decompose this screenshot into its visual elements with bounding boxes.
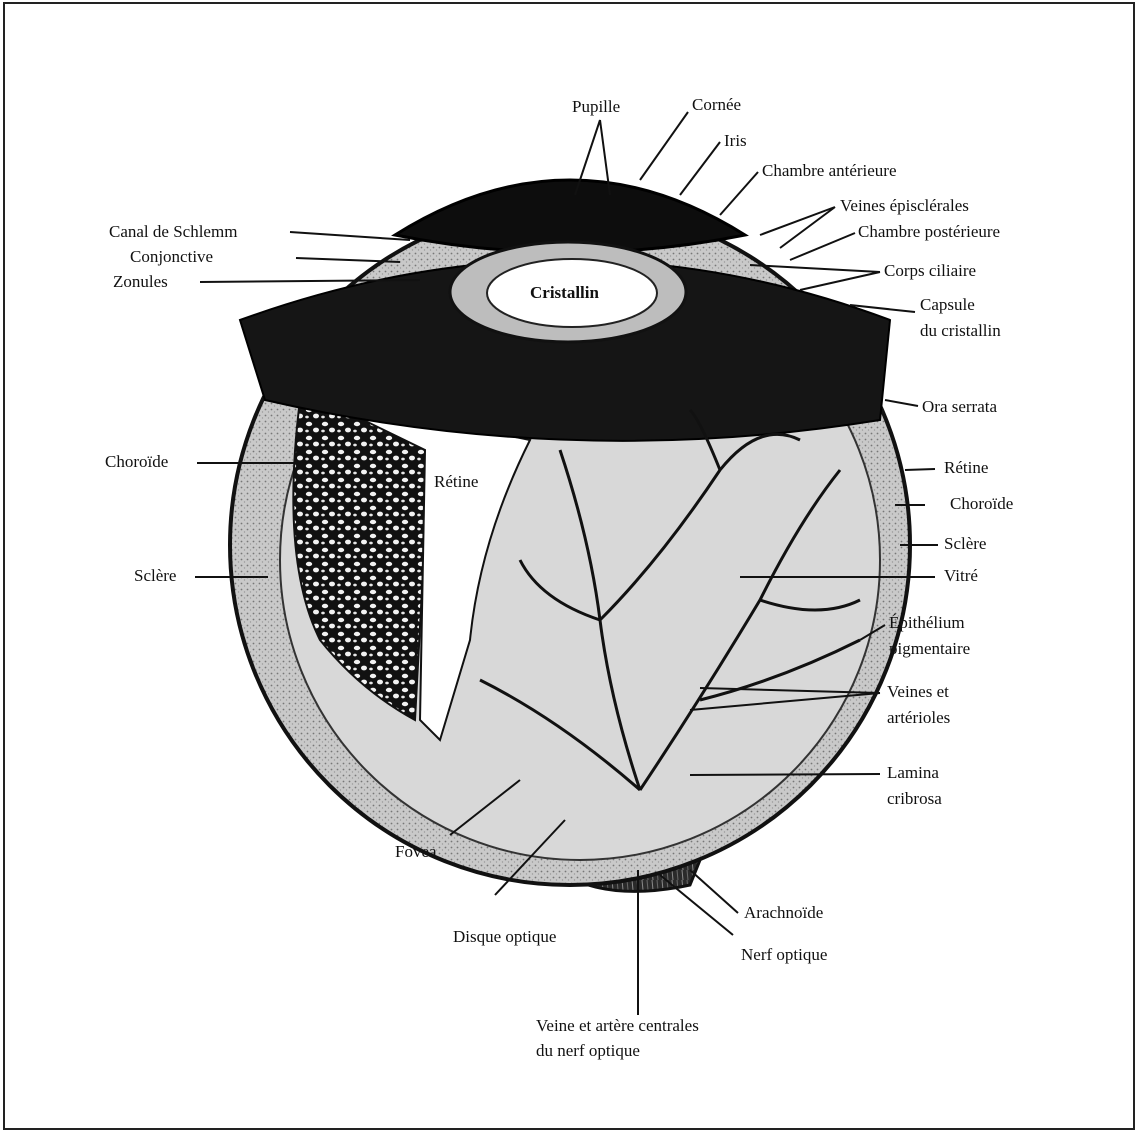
label-choroide-right: Choroïde [950,494,1013,513]
label-veine-line1: Veine et artère centrales [536,1016,699,1035]
label-epithelium-line1: Épithélium [889,613,965,632]
label-conjonctive: Conjonctive [130,247,213,266]
label-lamina-line1: Lamina [887,763,939,782]
label-sclere-left: Sclère [134,566,176,585]
label-ora-serrata: Ora serrata [922,397,997,416]
label-cristallin: Cristallin [530,283,599,302]
label-veines-episclerales: Veines épisclérales [840,196,969,215]
label-canal-schlemm: Canal de Schlemm [109,222,237,241]
label-nerf-optique: Nerf optique [741,945,827,964]
label-retine-inner: Rétine [434,472,478,491]
label-epithelium-line2: pigmentaire [889,639,970,658]
label-chambre-posterieure: Chambre postérieure [858,222,1000,241]
label-iris: Iris [724,131,747,150]
label-capsule-line1: Capsule [920,295,975,314]
label-sclere-right: Sclère [944,534,986,553]
label-pupille: Pupille [572,97,620,116]
label-chambre-anterieure: Chambre antérieure [762,161,897,180]
label-choroide-left: Choroïde [105,452,168,471]
label-zonules: Zonules [113,272,168,291]
label-arachnoide: Arachnoïde [744,903,823,922]
label-disque-optique: Disque optique [453,927,556,946]
label-capsule-line2: du cristallin [920,321,1001,340]
label-cornee: Cornée [692,95,741,114]
label-vitre: Vitré [944,566,978,585]
label-fovea: Fovea [395,842,437,861]
label-corps-ciliaire: Corps ciliaire [884,261,976,280]
label-lamina-line2: cribrosa [887,789,942,808]
label-retine-right: Rétine [944,458,988,477]
label-veines-line1: Veines et [887,682,949,701]
label-veines-line2: artérioles [887,708,950,727]
label-veine-line2: du nerf optique [536,1041,640,1060]
